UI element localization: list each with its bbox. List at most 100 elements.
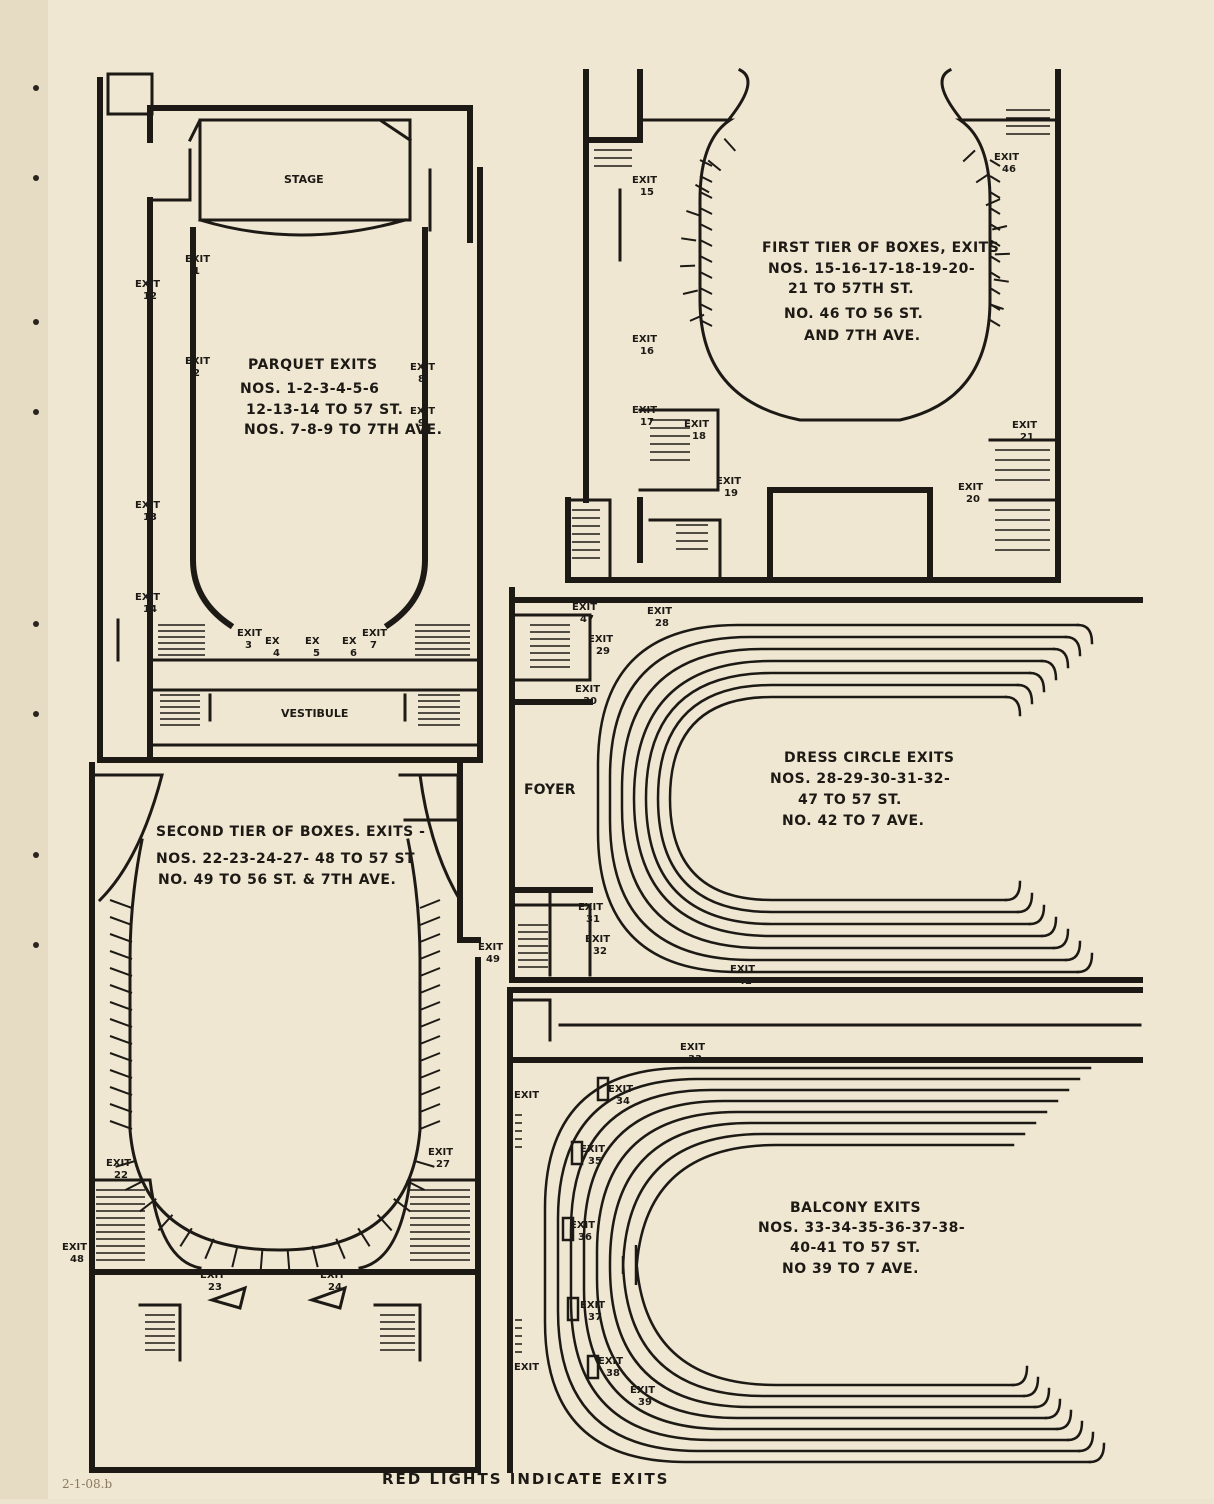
balcony-title: BALCONY EXITS <box>790 1200 921 1216</box>
box-partition <box>419 950 441 960</box>
box-partition <box>989 223 1001 231</box>
exit-word: EX <box>305 636 320 647</box>
dress-circle-plan: FOYER DRESS CIRCLE EXITS NOS. 28-29-30-3… <box>509 587 1143 983</box>
box-partition <box>109 1018 133 1028</box>
box-partition <box>419 984 441 994</box>
exit-number: 48 <box>70 1254 84 1265</box>
seat-row <box>556 1077 1081 1453</box>
exit-number: 37 <box>588 1312 602 1323</box>
box-partition <box>989 207 1001 215</box>
binding-holes <box>33 85 39 948</box>
box-partition <box>109 1103 133 1113</box>
second-tier-line2: NO. 49 TO 56 ST. & 7TH AVE. <box>158 872 396 888</box>
exit-word: EXIT <box>730 964 755 975</box>
balcony-line2: 40-41 TO 57 ST. <box>790 1240 921 1256</box>
box-partition <box>699 191 713 199</box>
exit-number: 24 <box>328 1282 342 1293</box>
seat-row <box>608 635 1068 962</box>
exit-number: 2 <box>193 368 200 379</box>
exit-marker-5: EX5 <box>305 636 320 659</box>
box-partition <box>694 183 710 194</box>
box-partition <box>699 175 713 183</box>
box-partition <box>419 1035 441 1045</box>
second-tier-plan: SECOND TIER OF BOXES. EXITS - NOS. 22-23… <box>89 762 481 1473</box>
first-tier-line2: 21 TO 57TH ST. <box>788 281 914 297</box>
seat-row <box>595 1110 1048 1420</box>
exit-number: 7 <box>370 640 377 651</box>
box-partition <box>419 1069 441 1079</box>
seat-row <box>656 683 1020 914</box>
exit-number: 5 <box>313 648 320 659</box>
box-partition <box>393 1198 411 1213</box>
box-partition <box>419 1103 441 1113</box>
exit-word: EXIT <box>580 1300 605 1311</box>
exit-number: 14 <box>143 604 157 615</box>
exit-door <box>570 1140 584 1166</box>
box-partition <box>989 271 1001 279</box>
first-tier-line1: NOS. 15-16-17-18-19-20- <box>768 261 975 277</box>
row-end <box>1011 1365 1029 1387</box>
box-partition <box>376 1214 393 1232</box>
row-end <box>1028 671 1046 693</box>
exit-number: 36 <box>578 1232 592 1243</box>
row-end <box>1064 635 1082 657</box>
handwritten-date: 2-1-08.b <box>62 1477 112 1491</box>
exit-number: 35 <box>588 1156 602 1167</box>
exit-word: EX <box>265 636 280 647</box>
parquet-title: PARQUET EXITS <box>248 357 378 373</box>
exit-word: EXIT <box>410 362 435 373</box>
box-partition <box>405 1179 425 1191</box>
exit-marker-6: EX6 <box>342 636 357 659</box>
row-end <box>1040 916 1058 938</box>
exit-number: 27 <box>436 1159 450 1170</box>
row-end <box>1076 623 1094 645</box>
box-partition <box>686 209 702 217</box>
box-partition <box>699 239 713 247</box>
page-binding-margin <box>0 0 48 1499</box>
exit-number: 19 <box>724 488 738 499</box>
box-partition <box>699 255 713 263</box>
seat-row <box>668 695 1008 902</box>
exit-word: EXIT <box>237 628 262 639</box>
box-partition <box>139 1198 157 1213</box>
exit-number: 39 <box>638 1397 652 1408</box>
dress-circle-seat-rows <box>596 623 1094 974</box>
exit-door <box>566 1296 580 1322</box>
exit-number: 16 <box>640 346 654 357</box>
footer-caption: RED LIGHTS INDICATE EXITS <box>382 1470 669 1488</box>
exit-number: 6 <box>350 648 357 659</box>
box-partition <box>311 1245 319 1268</box>
exit-number: 21 <box>1020 432 1034 443</box>
box-partition <box>699 159 713 167</box>
row-end <box>1088 1442 1106 1464</box>
exit-number: 1 <box>193 266 200 277</box>
box-partition <box>989 255 1001 263</box>
seat-row <box>620 647 1056 950</box>
box-partition <box>419 1001 441 1011</box>
exit-number: 42 <box>738 976 752 987</box>
row-end <box>1052 928 1070 950</box>
exit-word: EXIT <box>680 1042 705 1053</box>
vestibule-label: VESTIBULE <box>281 707 348 720</box>
box-partition <box>707 159 722 172</box>
box-partition <box>699 287 713 295</box>
exit-number: 22 <box>114 1170 128 1181</box>
box-partition <box>681 237 697 242</box>
row-end <box>1077 1431 1095 1453</box>
exit-word: EX <box>342 636 357 647</box>
exit-door <box>561 1216 575 1242</box>
row-end <box>1016 683 1034 705</box>
box-partition <box>109 1086 133 1096</box>
